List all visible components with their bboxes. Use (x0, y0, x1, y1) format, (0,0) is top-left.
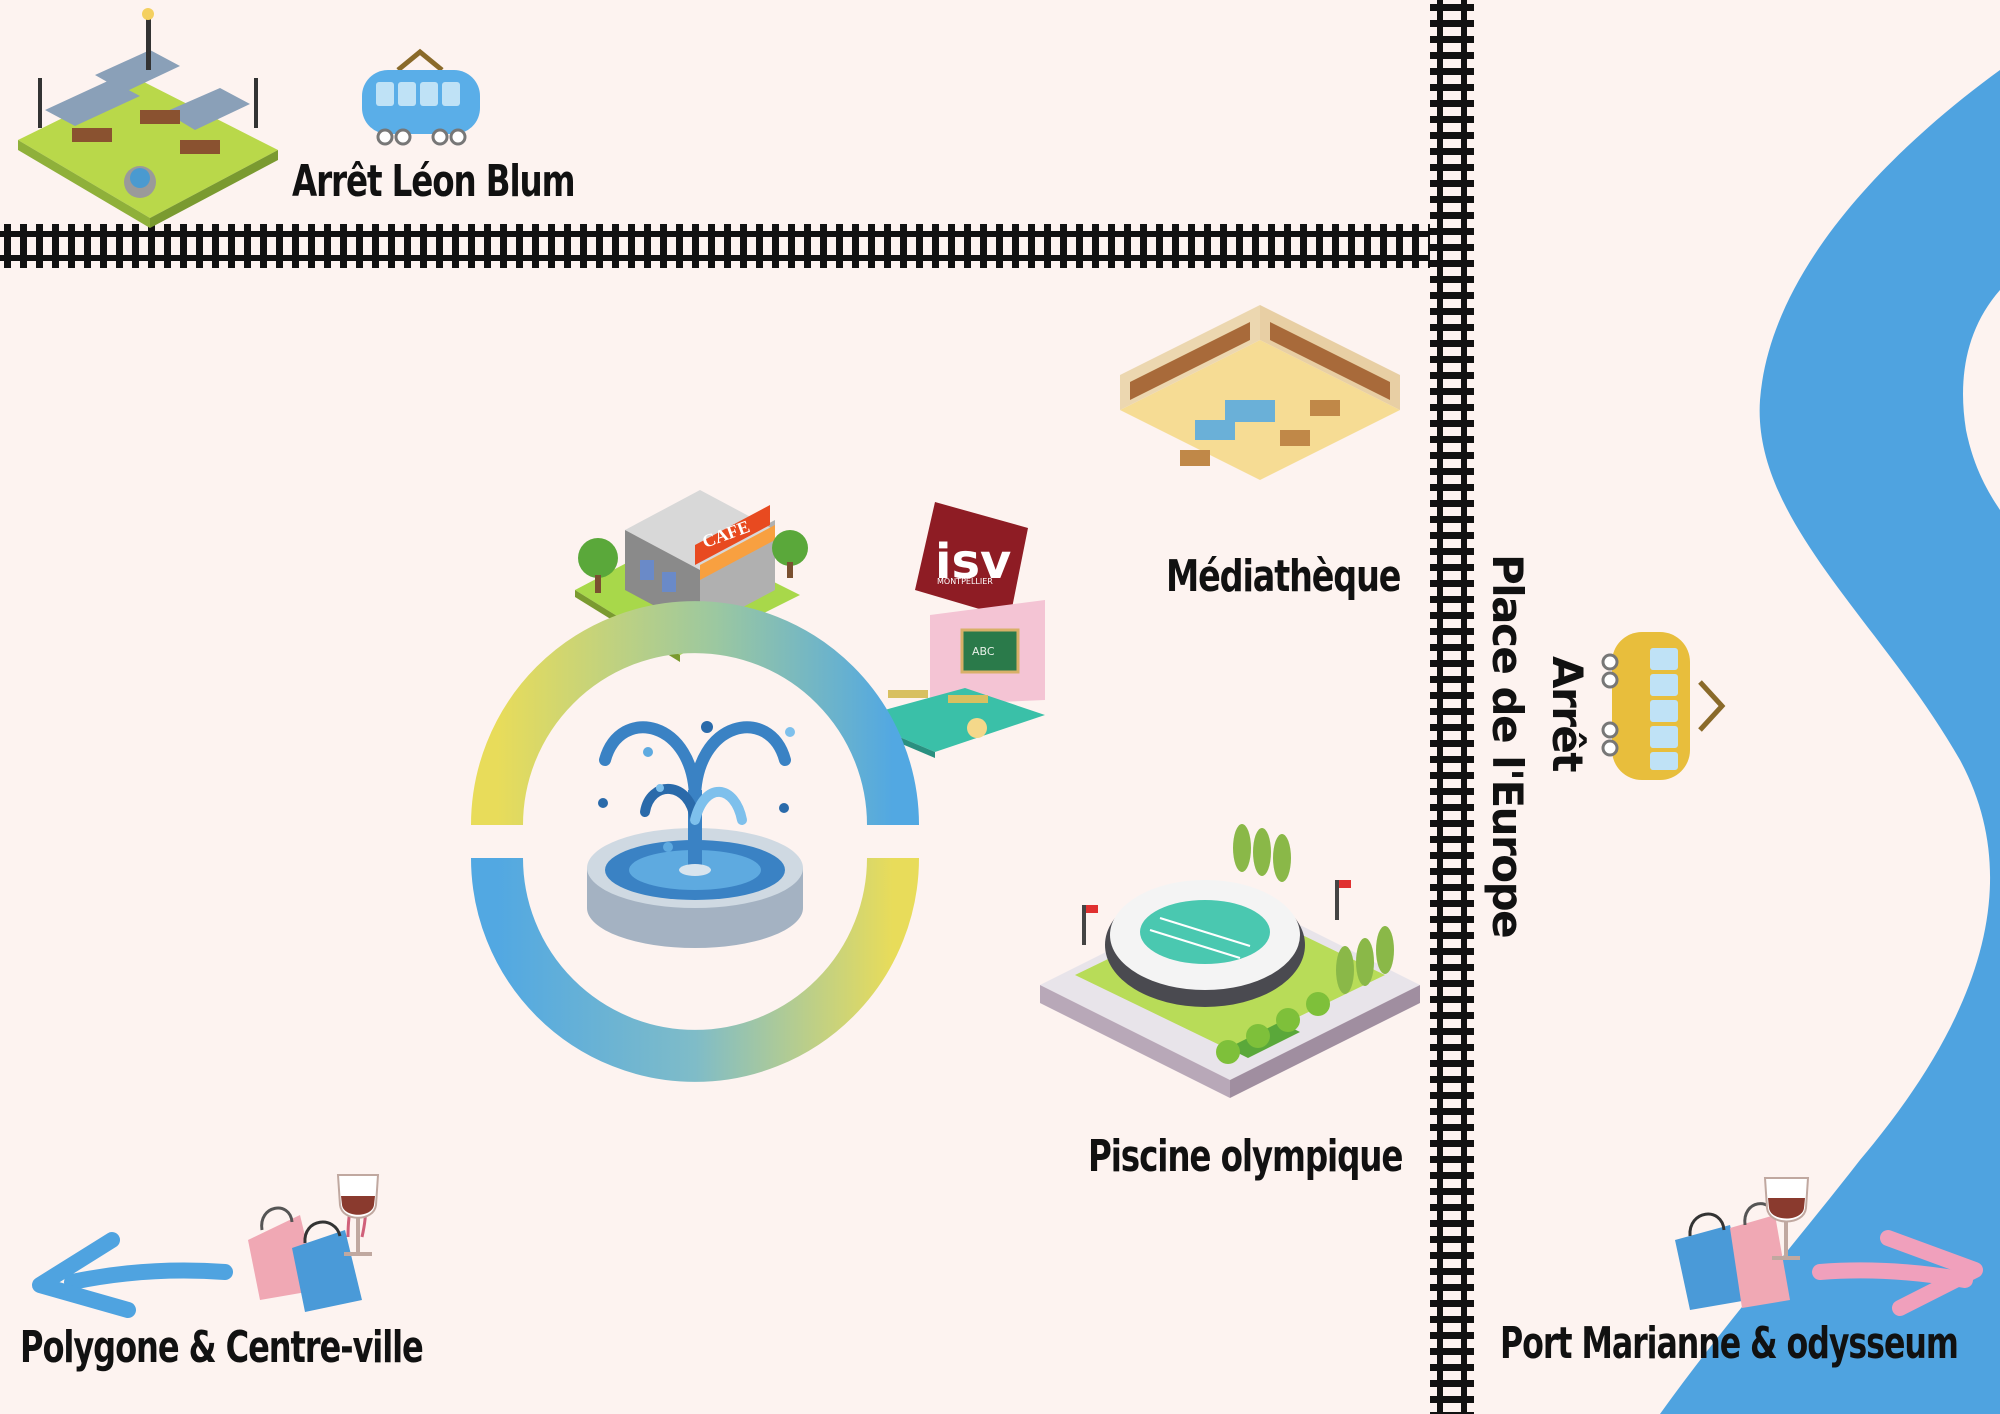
label-arret-leon-blum: Arrêt Léon Blum (292, 156, 576, 207)
river (1660, 70, 2000, 1414)
arrow-right-icon (1812, 1230, 1983, 1316)
label-polygone-centre-ville: Polygone & Centre-ville (20, 1322, 424, 1373)
classroom-board: ABC (972, 645, 995, 658)
label-port-marianne-odysseum: Port Marianne & odysseum (1500, 1318, 1959, 1369)
wine-glass-icon (336, 1174, 380, 1256)
isv-logo: isv MONTPELLIER (915, 502, 1028, 618)
label-arret-place-europe-stop: Arrêt (1543, 656, 1592, 771)
fountain-icon (587, 721, 803, 948)
park-icon (18, 8, 278, 228)
label-place-de-l-europe: Place de l'Europe (1483, 554, 1532, 938)
isv-logo-subtext: MONTPELLIER (937, 577, 993, 586)
classroom-icon: ABC (855, 600, 1045, 758)
tram-icon-2 (1601, 632, 1726, 780)
tram-icon (362, 48, 480, 146)
railway-track-vertical (1430, 0, 1474, 1414)
label-piscine-olympique: Piscine olympique (1088, 1131, 1403, 1182)
river-bank (1963, 290, 2000, 510)
library-icon (1120, 305, 1400, 480)
arrow-left-icon (32, 1232, 233, 1318)
shopping-bags-icon-2 (1675, 1202, 1790, 1310)
label-mediatheque: Médiathèque (1166, 551, 1401, 602)
shopping-bags-icon (248, 1190, 367, 1312)
fountain-ring (471, 601, 919, 1082)
isv-logo-text: isv (935, 534, 1011, 590)
wine-glass-icon-2 (1763, 1177, 1810, 1260)
stadium-icon (1040, 824, 1420, 1098)
railway-track-horizontal (0, 224, 1430, 268)
